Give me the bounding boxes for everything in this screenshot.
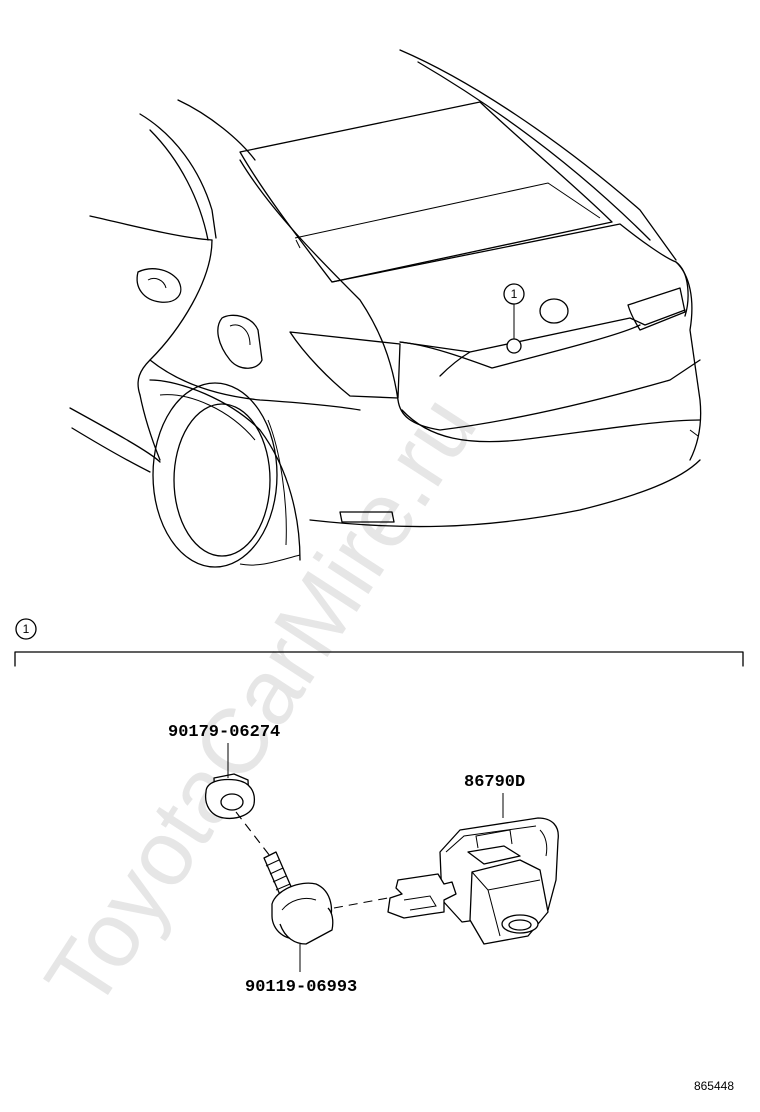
- bolt-90119-06993: [263, 851, 334, 972]
- camera-86790D: [387, 793, 559, 945]
- assembly-line-nut-bolt: [235, 811, 271, 857]
- camera-location-marker: [506, 338, 522, 354]
- section-marker-number: 1: [23, 622, 30, 636]
- callout-circle: [503, 283, 525, 305]
- car-rear-illustration: 1: [69, 49, 702, 568]
- part-label-90119-06993: 90119-06993: [245, 978, 357, 997]
- part-label-86790D: 86790D: [464, 773, 525, 792]
- part-label-90179-06274: 90179-06274: [168, 723, 280, 742]
- figure-id: 865448: [694, 1079, 734, 1093]
- watermark-text: ToyotaCarMire.ru: [26, 379, 496, 1026]
- section-bracket: 1: [14, 618, 744, 667]
- callout-number: 1: [511, 287, 518, 301]
- nut-90179-06274: [204, 743, 256, 820]
